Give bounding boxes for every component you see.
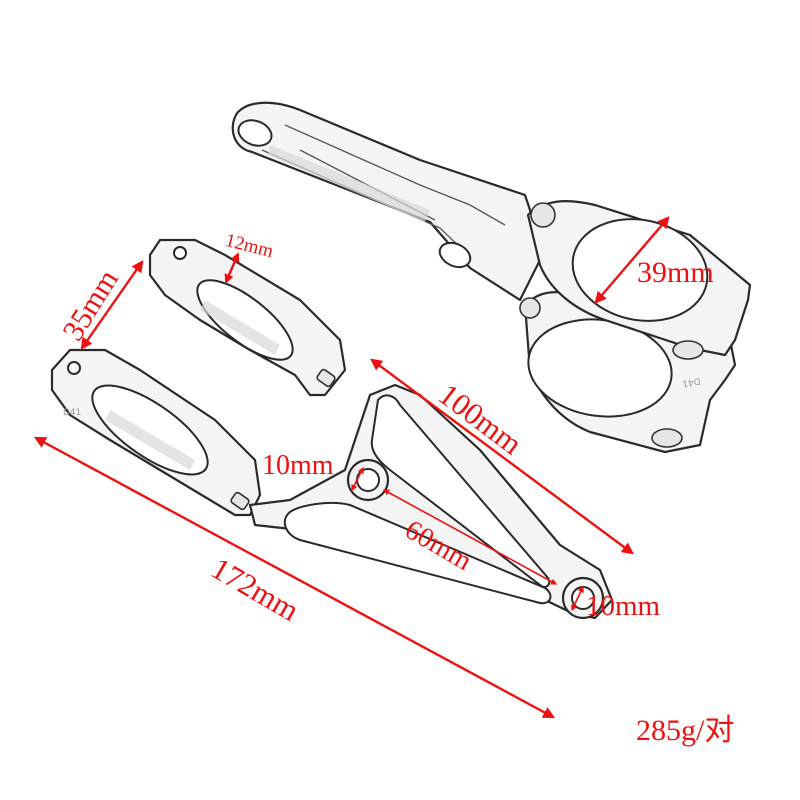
label-center-hole: 10mm xyxy=(262,450,334,481)
bottom-bracket: D41 xyxy=(50,238,614,620)
dim-39mm-arrow xyxy=(594,216,670,304)
label-weight: 285g/对 xyxy=(636,714,735,747)
dimension-lines xyxy=(33,216,670,719)
dim-172mm-arrow xyxy=(33,436,556,719)
svg-text:D41: D41 xyxy=(681,375,701,388)
dim-12mm-arrow xyxy=(224,252,240,284)
label-end-hole: 10mm xyxy=(586,590,661,622)
label-clamp-inner-diameter: 39mm xyxy=(637,256,714,289)
svg-text:D41: D41 xyxy=(63,408,81,418)
dim-35mm-arrow xyxy=(80,260,144,350)
dim-10mm-end-arrow xyxy=(571,585,584,612)
